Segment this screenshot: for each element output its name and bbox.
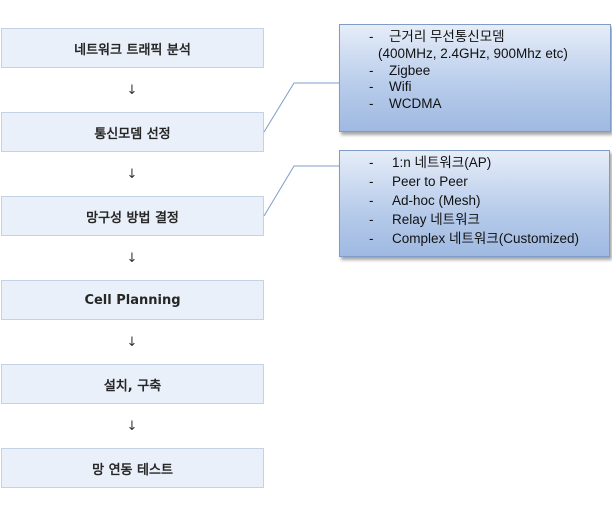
list-item-text: Wifi: [389, 79, 412, 94]
step-interworking-test: 망 연동 테스트: [1, 448, 264, 488]
bullet-dash: -: [369, 193, 374, 208]
list-item: - 근거리 무선통신모뎀: [340, 29, 610, 46]
step-label: 통신모뎀 선정: [94, 126, 171, 142]
step-label: Cell Planning: [84, 292, 181, 308]
list-item-text: Ad-hoc (Mesh): [392, 193, 481, 208]
list-item-text: (400MHz, 2.4GHz, 900Mhz etc): [378, 46, 568, 61]
list-item-text: Peer to Peer: [392, 174, 468, 189]
bullet-dash: -: [369, 63, 374, 78]
bullet-dash: -: [369, 79, 374, 94]
step-installation: 설치, 구축: [1, 364, 264, 404]
list-item: - Wifi: [340, 79, 610, 96]
step-modem-selection: 통신모뎀 선정: [1, 112, 264, 152]
list-item-text: Complex 네트워크(Customized): [392, 231, 579, 246]
step-cell-planning: Cell Planning: [1, 280, 264, 320]
step-label: 망구성 방법 결정: [86, 210, 179, 226]
list-item: - Relay 네트워크: [340, 212, 609, 231]
step-network-config: 망구성 방법 결정: [1, 196, 264, 236]
list-item: - 1:n 네트워크(AP): [340, 155, 609, 174]
connector-network: [263, 165, 339, 217]
list-item-text: 근거리 무선통신모뎀: [389, 29, 505, 44]
list-item: - WCDMA: [340, 96, 610, 113]
down-arrow-icon: ↓: [126, 419, 138, 434]
bullet-dash: -: [369, 231, 374, 246]
step-traffic-analysis: 네트워크 트래픽 분석: [1, 28, 264, 68]
list-item-text: Relay 네트워크: [392, 212, 480, 227]
step-label: 설치, 구축: [103, 378, 162, 394]
list-item-text: 1:n 네트워크(AP): [392, 155, 492, 170]
list-item: (400MHz, 2.4GHz, 900Mhz etc): [340, 46, 610, 63]
step-label: 네트워크 트래픽 분석: [74, 42, 191, 58]
down-arrow-icon: ↓: [126, 251, 138, 266]
list-item: - Ad-hoc (Mesh): [340, 193, 609, 212]
step-label: 망 연동 테스트: [92, 462, 173, 478]
down-arrow-icon: ↓: [126, 83, 138, 98]
list-item: - Complex 네트워크(Customized): [340, 231, 609, 250]
bullet-dash: -: [369, 29, 374, 44]
list-item-text: WCDMA: [389, 96, 442, 111]
down-arrow-icon: ↓: [126, 335, 138, 350]
bullet-dash: -: [369, 96, 374, 111]
list-item-text: Zigbee: [389, 63, 431, 78]
connector-modem: [263, 82, 339, 133]
list-item: - Zigbee: [340, 63, 610, 79]
list-item: - Peer to Peer: [340, 174, 609, 193]
bullet-dash: -: [369, 174, 374, 189]
callout-modem-options: - 근거리 무선통신모뎀 (400MHz, 2.4GHz, 900Mhz etc…: [339, 24, 611, 132]
bullet-dash: -: [369, 155, 374, 170]
callout-network-options: - 1:n 네트워크(AP) - Peer to Peer - Ad-hoc (…: [339, 150, 610, 257]
down-arrow-icon: ↓: [126, 167, 138, 182]
bullet-dash: -: [369, 212, 374, 227]
